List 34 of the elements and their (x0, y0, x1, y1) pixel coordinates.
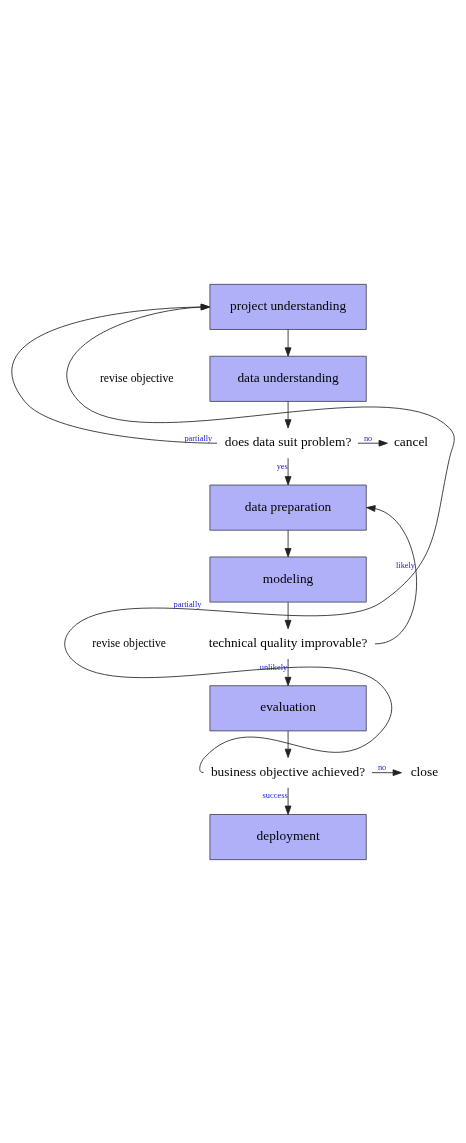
arrow (284, 457, 292, 485)
label: revise objective (99, 371, 174, 385)
arrow (366, 504, 417, 644)
node-box: deployment (209, 813, 367, 860)
label: revise objective (92, 636, 167, 650)
arrow (284, 658, 292, 686)
arrow (371, 768, 402, 776)
arrow (284, 786, 292, 815)
edge-label: unlikely (259, 662, 288, 672)
node-text: cancel (393, 433, 429, 449)
arrow (64, 303, 455, 773)
arrow (284, 400, 292, 428)
node-text: does data suit problem? (224, 433, 352, 449)
node-box: modeling (209, 556, 367, 602)
node-box: data preparation (209, 484, 367, 531)
arrow (284, 601, 292, 629)
edge-label: yes (276, 461, 288, 471)
node-box: data understanding (209, 355, 367, 402)
arrow (284, 730, 292, 758)
edge-label: success (262, 790, 288, 800)
node-box: evaluation (209, 684, 367, 731)
arrow (11, 303, 218, 444)
arrow (284, 328, 292, 357)
node-text: technical quality improvable? (208, 634, 368, 650)
node-box: project understanding (209, 283, 367, 330)
arrow (284, 529, 292, 557)
edge-label: no (377, 762, 387, 772)
arrow (357, 439, 388, 447)
edge-label: no (363, 433, 373, 443)
node-text: close (410, 763, 439, 779)
edge-label: partially (173, 599, 202, 609)
node-text: business objective achieved? (210, 763, 366, 779)
edge-label: partially (184, 433, 213, 443)
edge-label: likely (396, 560, 416, 570)
